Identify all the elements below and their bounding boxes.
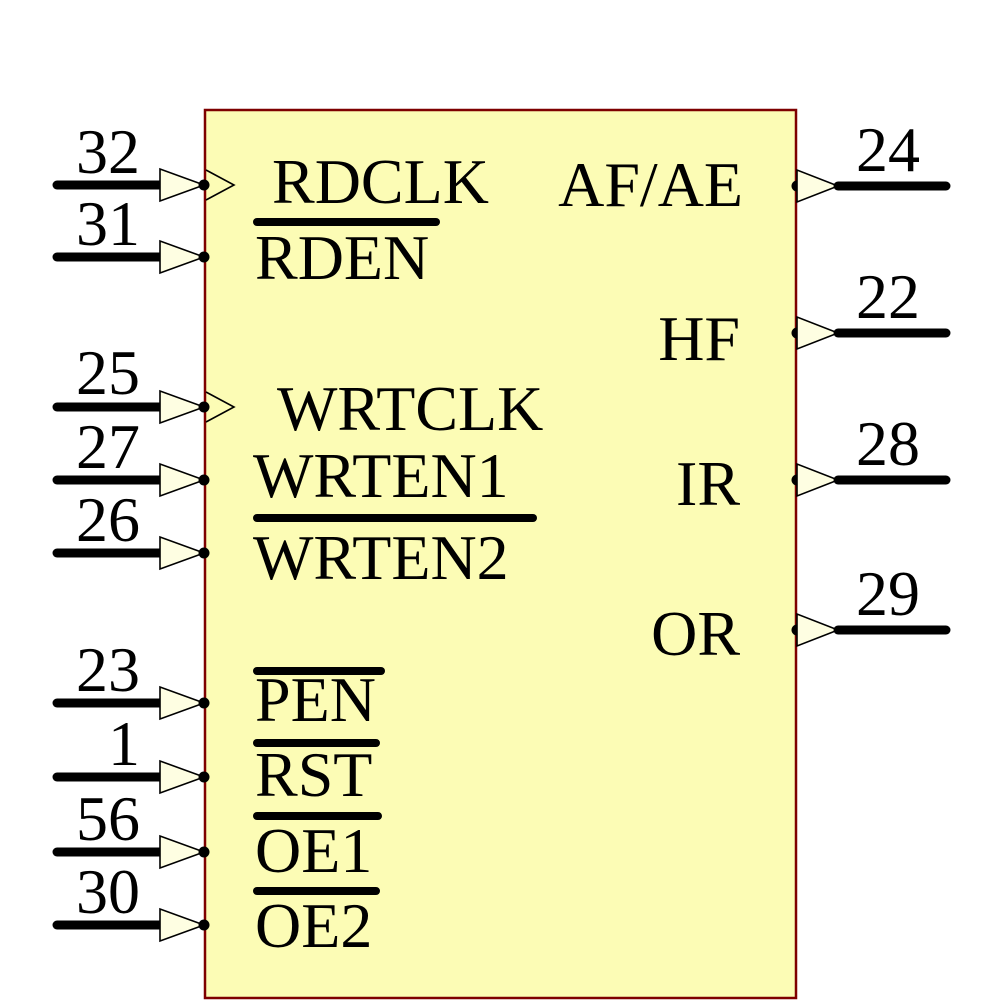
pin-number: 1	[108, 708, 140, 779]
pin-junction-dot	[198, 401, 210, 413]
pin-label: HF	[658, 303, 740, 374]
left-pin-rst: 1 RST	[52, 708, 380, 810]
pin-number: 28	[856, 408, 920, 479]
output-arrow-icon	[796, 315, 841, 351]
left-pin-oe1: 56 OE1	[52, 783, 382, 886]
output-arrow-icon	[796, 612, 841, 648]
left-pin-wrten1: 27 WRTEN1	[52, 411, 509, 511]
pin-label: OR	[651, 598, 740, 669]
input-arrow-icon	[159, 167, 207, 203]
output-arrow-icon	[796, 168, 841, 204]
component-body	[203, 108, 798, 1000]
pin-label: WRTEN2	[253, 522, 509, 593]
right-pin-or: 29 OR	[651, 558, 951, 669]
pin-junction-dot	[198, 547, 210, 559]
left-pin-wrten2: 26 WRTEN2	[52, 484, 537, 593]
pin-label: OE2	[255, 890, 372, 961]
output-arrow-icon	[796, 462, 841, 498]
left-pin-wrtclk: 25 WRTCLK	[52, 337, 543, 444]
input-arrow-icon	[159, 907, 207, 943]
left-pin-pen: 23 PEN	[52, 634, 385, 735]
pin-label: RDCLK	[272, 146, 489, 217]
left-pin-rden: 31 RDEN	[52, 188, 440, 293]
pin-label: IR	[676, 448, 740, 519]
right-pin-ir: 28 IR	[676, 408, 951, 519]
pin-junction-dot	[198, 697, 210, 709]
pin-label: AF/AE	[558, 149, 743, 220]
pin-junction-dot	[198, 919, 210, 931]
right-pin-af-ae: 24 AF/AE	[558, 114, 951, 220]
clock-chevron-icon	[205, 169, 236, 201]
input-arrow-icon	[159, 535, 207, 571]
pin-label: RDEN	[255, 222, 429, 293]
input-arrow-icon	[159, 239, 207, 275]
clock-chevron-icon	[205, 391, 236, 423]
pin-junction-dot	[198, 179, 210, 191]
pin-number: 25	[76, 337, 140, 408]
input-arrow-icon	[159, 759, 207, 795]
left-pin-oe2: 30 OE2	[52, 856, 380, 961]
pin-number: 24	[856, 114, 920, 185]
pin-junction-dot	[198, 846, 210, 858]
right-pin-hf: 22 HF	[658, 261, 951, 374]
pin-label: WRTCLK	[277, 373, 543, 444]
pin-label: WRTEN1	[253, 440, 509, 511]
pin-number: 27	[76, 411, 140, 482]
pin-number: 31	[76, 188, 140, 259]
pin-label: RST	[255, 739, 372, 810]
pin-number: 26	[76, 484, 140, 555]
input-arrow-icon	[159, 685, 207, 721]
input-arrow-icon	[159, 389, 207, 425]
pin-number: 22	[856, 261, 920, 332]
pin-junction-dot	[198, 251, 210, 263]
pin-number: 30	[76, 856, 140, 927]
pin-number: 32	[76, 116, 140, 187]
pin-number: 29	[856, 558, 920, 629]
input-arrow-icon	[159, 462, 207, 498]
left-pin-rdclk: 32 RDCLK	[52, 116, 489, 217]
pin-number: 23	[76, 634, 140, 705]
pin-number: 56	[76, 783, 140, 854]
input-arrow-icon	[159, 834, 207, 870]
pin-label: OE1	[255, 815, 372, 886]
pin-label: PEN	[255, 664, 376, 735]
pin-junction-dot	[198, 771, 210, 783]
pin-junction-dot	[198, 474, 210, 486]
